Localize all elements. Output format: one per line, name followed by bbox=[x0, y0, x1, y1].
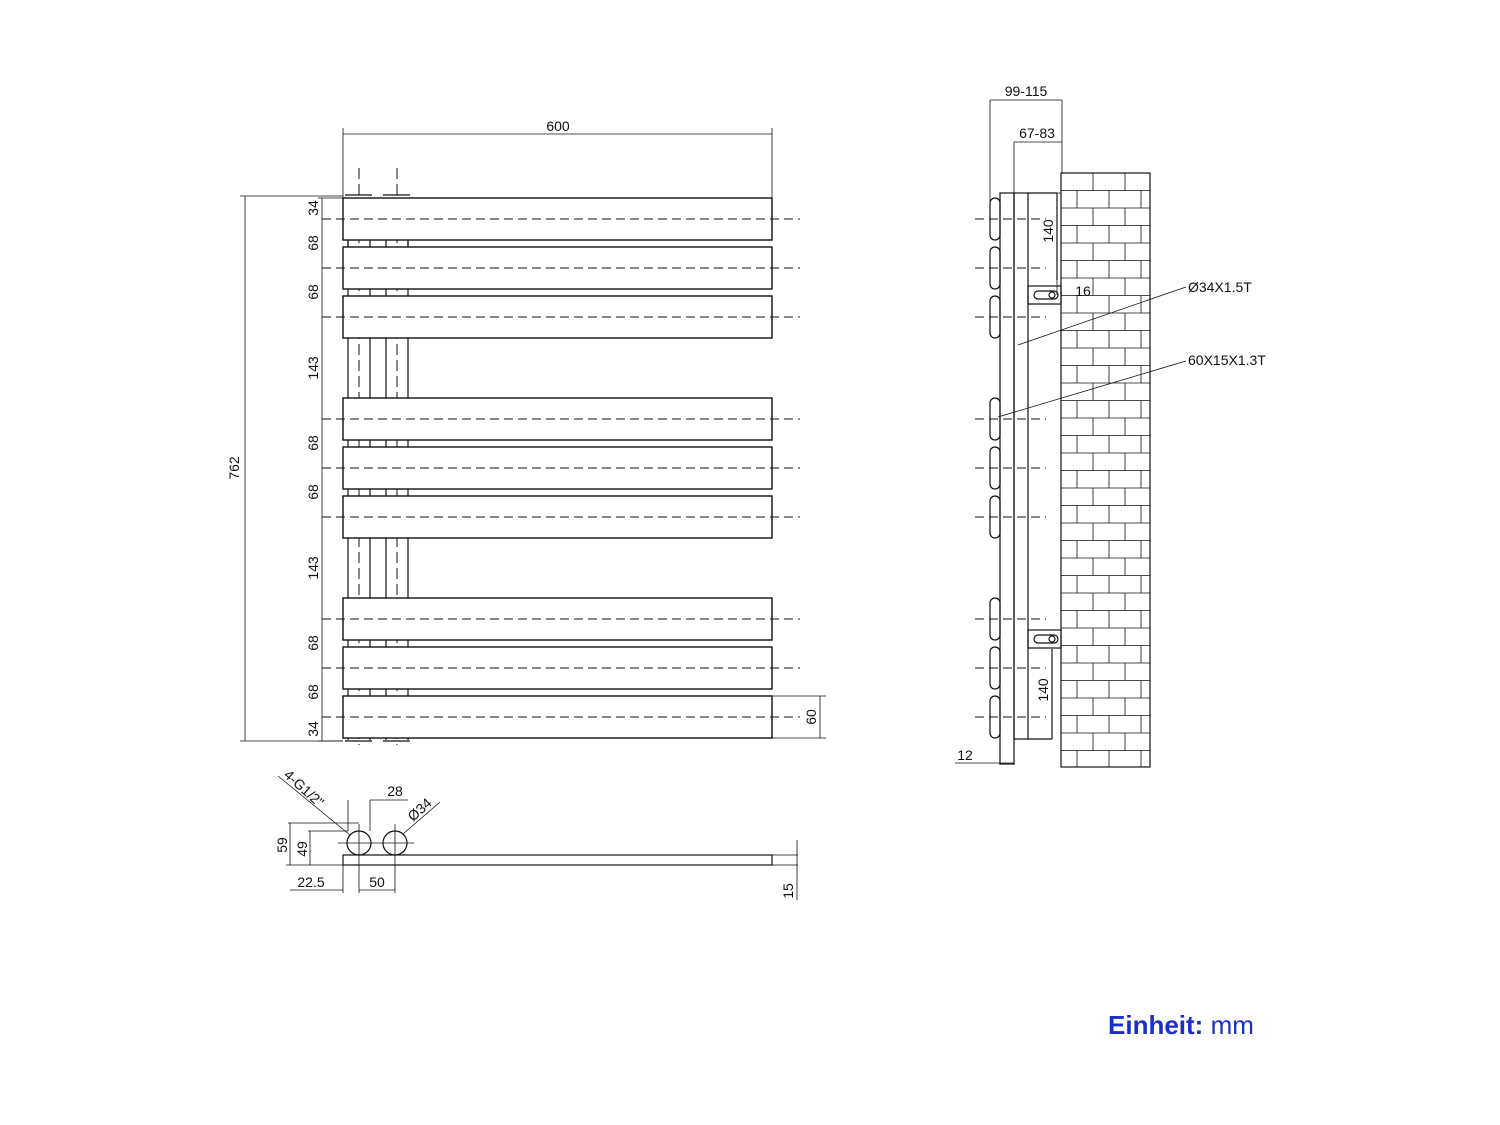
thickness-dimension: 12 bbox=[955, 740, 1015, 765]
bracket-top-dimension: 140 bbox=[1028, 192, 1061, 295]
brick-wall bbox=[1060, 172, 1151, 768]
width-label: 600 bbox=[546, 118, 570, 134]
spacing-label: 143 bbox=[305, 556, 321, 580]
bottom-bar bbox=[342, 854, 773, 866]
bar-height-label: 60 bbox=[803, 709, 819, 725]
spacing-dimensions: 34 68 68 143 68 68 143 68 68 34 bbox=[305, 197, 343, 742]
unit-label-value: mm bbox=[1210, 1010, 1254, 1040]
depth-dimension-inner: 67-83 bbox=[1013, 125, 1062, 193]
spacing-label: 34 bbox=[305, 200, 321, 216]
wall-bracket bbox=[1027, 285, 1062, 305]
thread-label: 4-G1/2" bbox=[281, 766, 327, 810]
dim-59-label: 59 bbox=[274, 837, 290, 853]
bar-spec-callout: 60X15X1.3T bbox=[997, 352, 1266, 418]
unit-label: Einheit: mm bbox=[1108, 1010, 1254, 1041]
bracket-bottom-label: 140 bbox=[1035, 678, 1051, 702]
dim-22-5-label: 22.5 bbox=[297, 874, 324, 890]
bar-height-dimension: 60 bbox=[772, 695, 826, 739]
bottom-view: 15 59 49 22.5 50 28 4-G1/2" Ø34 bbox=[274, 766, 798, 900]
bracket-gap-label: 16 bbox=[1075, 283, 1091, 299]
depth-dimension-total: 99-115 bbox=[989, 83, 1063, 205]
spacing-label: 68 bbox=[305, 684, 321, 700]
dim-15-label: 15 bbox=[780, 883, 796, 899]
side-centerlines bbox=[975, 218, 1046, 718]
panel-centerlines bbox=[322, 218, 800, 718]
spacing-label: 34 bbox=[305, 721, 321, 737]
spacing-label: 68 bbox=[305, 435, 321, 451]
width-dimension: 600 bbox=[342, 118, 773, 198]
radiator-side-body bbox=[999, 192, 1015, 765]
pipe-gaps bbox=[347, 240, 409, 247]
diameter-label: Ø34 bbox=[404, 794, 435, 824]
front-view: 600 762 34 68 68 143 68 68 143 68 68 34 bbox=[226, 118, 826, 745]
wall-bracket bbox=[1027, 629, 1062, 649]
pipe-side bbox=[1013, 192, 1029, 740]
bar-spec-label: 60X15X1.3T bbox=[1188, 352, 1266, 368]
spacing-label: 143 bbox=[305, 356, 321, 380]
spacing-label: 68 bbox=[305, 235, 321, 251]
spacing-label: 68 bbox=[305, 484, 321, 500]
bracket-top-label: 140 bbox=[1040, 219, 1056, 243]
thickness-label: 12 bbox=[957, 747, 973, 763]
dim-49-label: 49 bbox=[294, 841, 310, 857]
depth-inner-label: 67-83 bbox=[1019, 125, 1055, 141]
dim-50-label: 50 bbox=[369, 874, 385, 890]
bracket-gap-dimension: 16 bbox=[1027, 280, 1091, 310]
depth-total-label: 99-115 bbox=[1005, 83, 1048, 99]
unit-label-key: Einheit: bbox=[1108, 1010, 1204, 1040]
bracket-bottom-dimension: 140 bbox=[1028, 678, 1052, 740]
height-label: 762 bbox=[226, 456, 242, 480]
dim-28-label: 28 bbox=[387, 783, 403, 799]
pipe-spec-callout: Ø34X1.5T bbox=[1017, 279, 1252, 346]
side-view: 99-115 67-83 140 16 140 12 bbox=[955, 83, 1266, 768]
pipe-spec-label: Ø34X1.5T bbox=[1188, 279, 1252, 295]
spacing-label: 68 bbox=[305, 284, 321, 300]
spacing-label: 68 bbox=[305, 635, 321, 651]
